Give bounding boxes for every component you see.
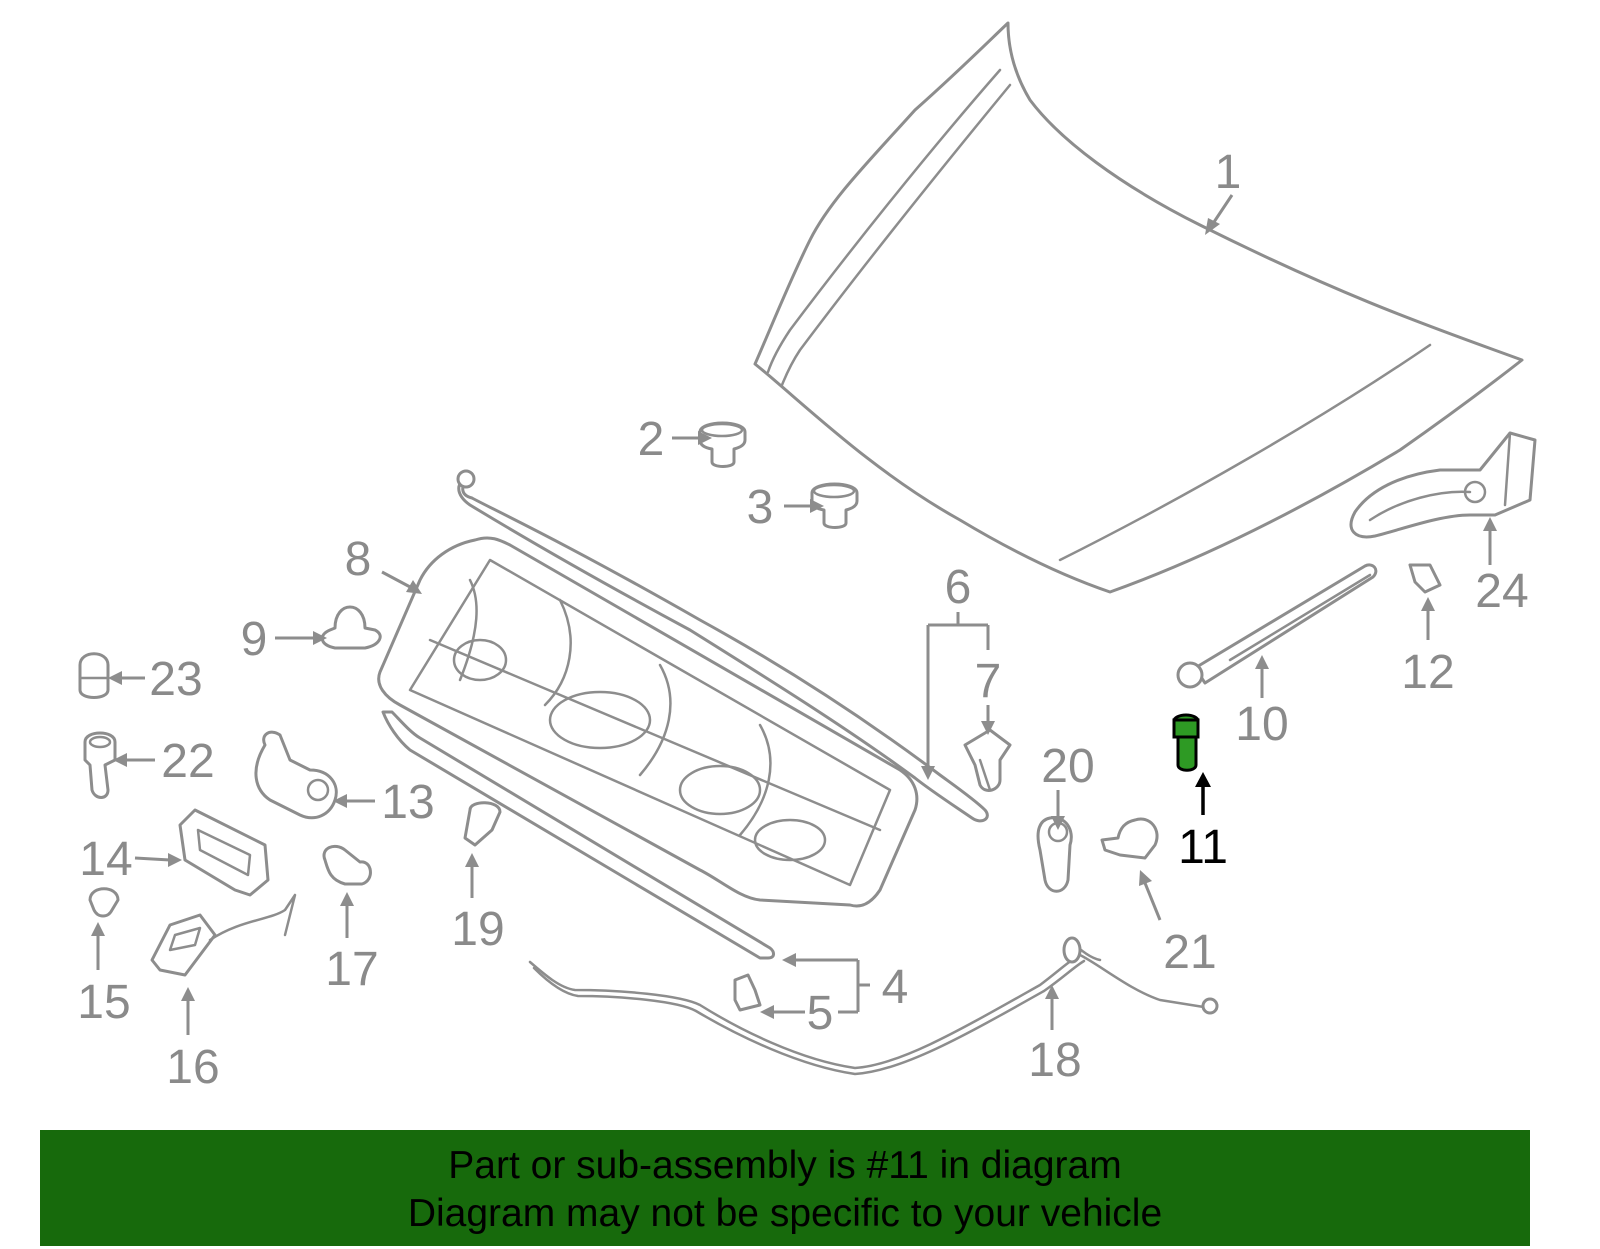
banner-line-2: Diagram may not be specific to your vehi… — [407, 1192, 1163, 1235]
callout-16: 16 — [166, 1041, 219, 1094]
callout-5: 5 — [807, 987, 834, 1040]
callout-11: 11 — [1178, 821, 1228, 874]
callout-24: 24 — [1475, 565, 1528, 618]
hood-insulator[interactable] — [377, 536, 919, 908]
washer-nozzle-22[interactable] — [83, 731, 117, 799]
info-banner: Part or sub-assembly is #11 in diagram D… — [40, 1130, 1530, 1246]
parts-diagram: 1 2 3 4 5 6 7 8 9 10 11 12 13 14 15 16 1… — [77, 21, 1537, 1094]
callout-21: 21 — [1163, 926, 1216, 979]
callout-leader-11 — [1195, 772, 1211, 815]
callout-22: 22 — [161, 735, 214, 788]
clip-12[interactable] — [1408, 563, 1442, 594]
hood-panel[interactable] — [753, 21, 1524, 594]
retainer-9[interactable] — [320, 605, 382, 650]
callout-12: 12 — [1401, 646, 1454, 699]
callout-19: 19 — [451, 903, 504, 956]
clip-17[interactable] — [322, 844, 372, 886]
release-handle-16[interactable] — [150, 893, 297, 977]
callout-15: 15 — [77, 976, 130, 1029]
lock-assembly-20[interactable] — [1036, 816, 1073, 893]
hood-seal-strip[interactable] — [456, 469, 989, 823]
bumper-23[interactable] — [78, 652, 110, 699]
latch-13[interactable] — [254, 730, 338, 820]
release-cable-18[interactable] — [528, 936, 1219, 1076]
callout-4: 4 — [882, 961, 909, 1014]
callout-20: 20 — [1041, 740, 1094, 793]
callout-labels: 1 2 3 4 5 6 7 8 9 10 11 12 13 14 15 16 1… — [77, 146, 1528, 1094]
hood-weatherstrip[interactable] — [381, 710, 775, 960]
callout-7: 7 — [975, 655, 1002, 708]
callout-1: 1 — [1215, 146, 1242, 199]
hood-clip-7[interactable] — [963, 728, 1012, 792]
latch-bracket-14[interactable] — [178, 808, 270, 897]
callout-14: 14 — [79, 833, 132, 886]
callout-8: 8 — [345, 533, 372, 586]
callout-2: 2 — [638, 413, 665, 466]
callout-18: 18 — [1028, 1034, 1081, 1087]
callout-23: 23 — [149, 653, 202, 706]
banner-line-1: Part or sub-assembly is #11 in diagram — [448, 1144, 1122, 1187]
grommet-15[interactable] — [88, 887, 120, 918]
highlighted-part-11[interactable] — [1172, 713, 1200, 772]
callout-3: 3 — [747, 481, 774, 534]
hood-hinge[interactable] — [1349, 431, 1537, 539]
callout-6: 6 — [945, 561, 972, 614]
callout-17: 17 — [325, 943, 378, 996]
hood-bumper-2[interactable] — [698, 421, 747, 468]
callout-10: 10 — [1235, 698, 1288, 751]
cable-clip-5[interactable] — [733, 973, 762, 1012]
clip-19[interactable] — [463, 801, 502, 847]
callout-9: 9 — [241, 613, 268, 666]
lock-striker-21[interactable] — [1100, 817, 1159, 860]
hood-gas-strut[interactable] — [1176, 563, 1378, 689]
callout-13: 13 — [381, 776, 434, 829]
callout-leaders — [91, 194, 1497, 1035]
